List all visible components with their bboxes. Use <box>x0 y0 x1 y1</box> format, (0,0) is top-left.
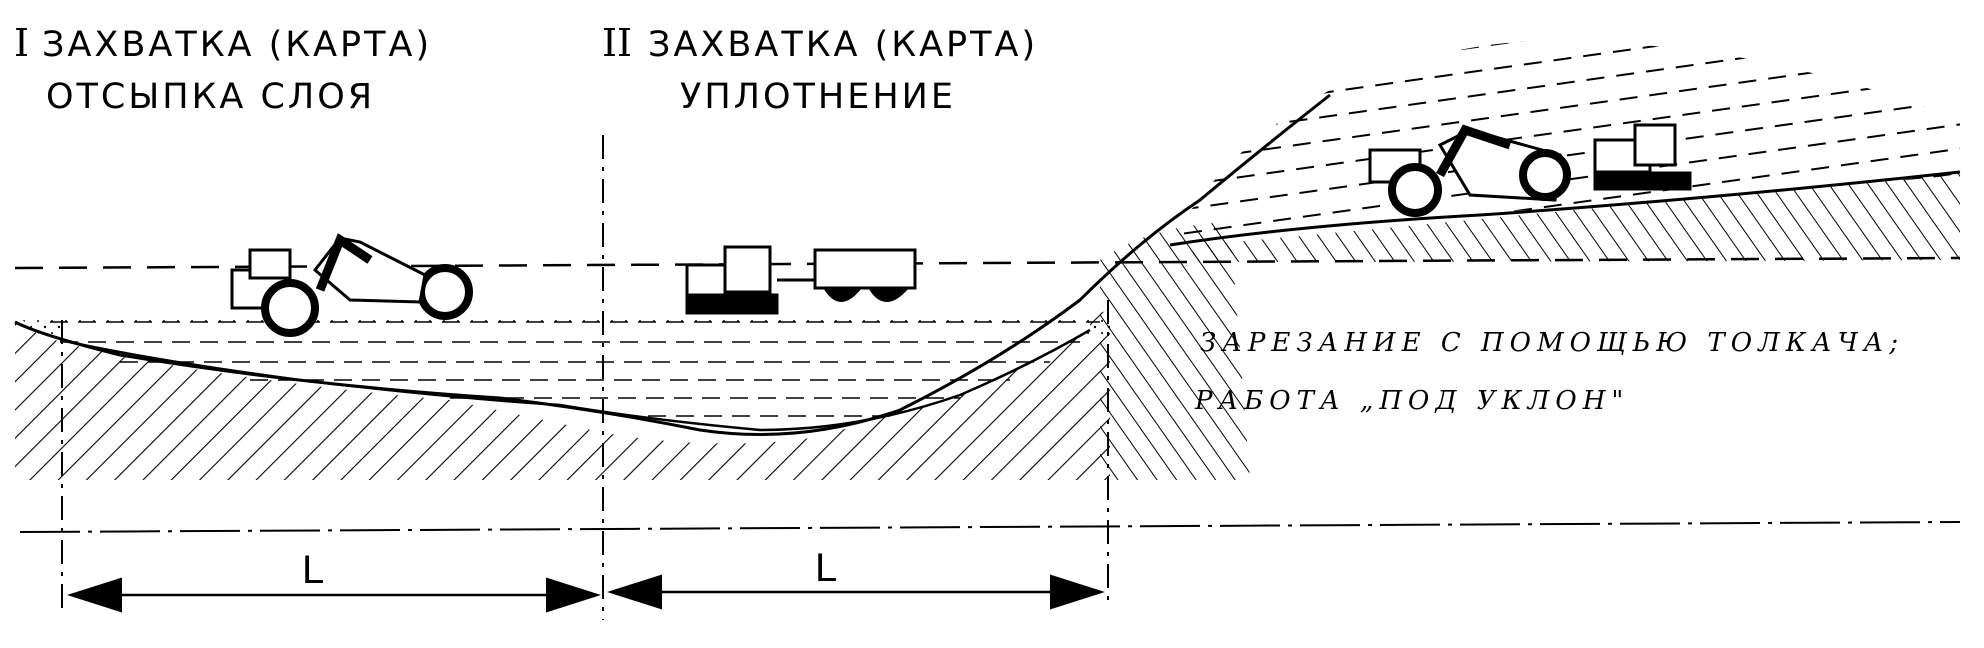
note-line2: РАБОТА „ПОД УКЛОН" <box>1195 386 1630 416</box>
zone1-title: ЗАХВАТКА (КАРТА) <box>42 25 433 65</box>
zone2-title: ЗАХВАТКА (КАРТА) <box>648 25 1039 65</box>
zone1-operation: ОТСЫПКА СЛОЯ <box>46 77 376 117</box>
design-level-line <box>14 256 1961 270</box>
dimension-label-span1: L <box>302 548 325 592</box>
roller-truck-icon <box>685 245 917 315</box>
dimension-label-span2: L <box>815 546 838 590</box>
zone1-numeral: I <box>14 21 30 65</box>
pusher-tractor-icon <box>1368 123 1692 217</box>
fill-layers <box>20 316 1110 432</box>
hill <box>1169 40 1961 262</box>
ground-profile <box>14 93 1331 436</box>
ground-left <box>15 222 1250 480</box>
scraper-icon <box>230 233 473 337</box>
note-line1: ЗАРЕЗАНИЕ С ПОМОЩЬЮ ТОЛКАЧА; <box>1200 328 1905 358</box>
zone2-operation: УПЛОТНЕНИЕ <box>680 77 956 117</box>
zone2-numeral: II <box>602 21 633 65</box>
reference-line <box>19 521 1961 533</box>
zone-axes <box>61 135 1109 620</box>
